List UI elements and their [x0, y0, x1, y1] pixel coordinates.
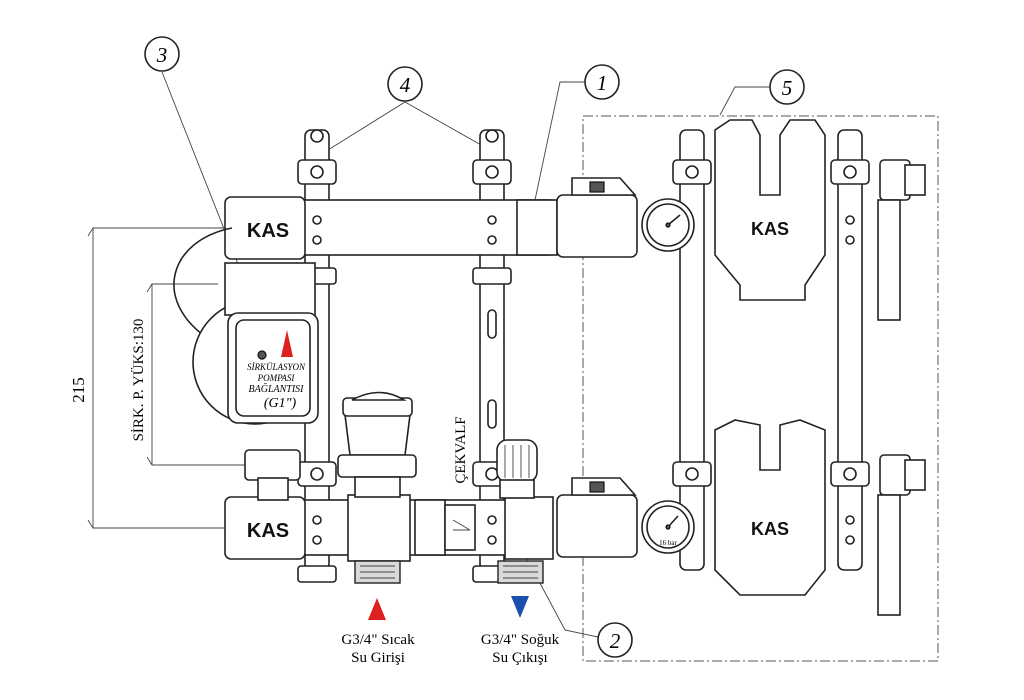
svg-text:1: 1 — [597, 71, 608, 95]
supply-manifold — [224, 196, 558, 260]
callout-2: 2 — [597, 622, 633, 658]
dimension-pump-height: SİRK. P. YÜKS:130 — [130, 319, 147, 442]
port-fittings — [354, 560, 544, 584]
check-valve-label: ÇEKVALF — [453, 416, 469, 483]
mixing-valve — [337, 391, 417, 498]
pump-label-line3: BAĞLANTISI — [249, 383, 305, 395]
ball-valves — [556, 177, 638, 558]
callout-3: 3 — [144, 36, 180, 72]
cold-outlet-label-line2: Su Çıkışı — [492, 650, 547, 666]
dimension-215: 215 — [69, 377, 88, 403]
svg-text:5: 5 — [782, 76, 793, 100]
cold-outlet-arrow — [511, 596, 529, 618]
return-manifold — [224, 494, 554, 562]
distribution-modules — [714, 119, 826, 596]
callout-1: 1 — [584, 64, 620, 100]
brand-label-bottom-left: KAS — [247, 520, 289, 542]
brand-label-top-right: KAS — [751, 219, 789, 239]
flow-head — [496, 439, 538, 499]
cold-outlet-label-line1: G3/4" Soğuk — [481, 632, 560, 648]
brand-label-bottom-right: KAS — [751, 519, 789, 539]
pump-direction-marker — [281, 330, 293, 357]
circulation-pump — [173, 227, 319, 501]
end-fittings — [877, 159, 926, 616]
svg-text:4: 4 — [400, 73, 411, 97]
hot-inlet-label-line2: Su Girişi — [351, 650, 405, 666]
pressure-gauge — [641, 500, 695, 554]
thermometer-gauge — [641, 198, 695, 252]
brand-label-top-left: KAS — [247, 220, 289, 242]
svg-text:2: 2 — [610, 629, 621, 653]
callout-4: 4 — [387, 66, 423, 102]
hot-inlet-label-line1: G3/4" Sıcak — [341, 632, 415, 648]
dimension-lines — [87, 227, 248, 529]
pump-label-line2: POMPASI — [257, 373, 296, 383]
gauge-text: 16 bar — [659, 539, 677, 547]
pump-label-line4: (G1") — [264, 396, 297, 411]
svg-text:3: 3 — [156, 43, 168, 67]
hot-inlet-arrow — [368, 598, 386, 620]
pump-label-line1: SİRKÜLASYON — [247, 362, 306, 372]
callout-5: 5 — [769, 69, 805, 105]
